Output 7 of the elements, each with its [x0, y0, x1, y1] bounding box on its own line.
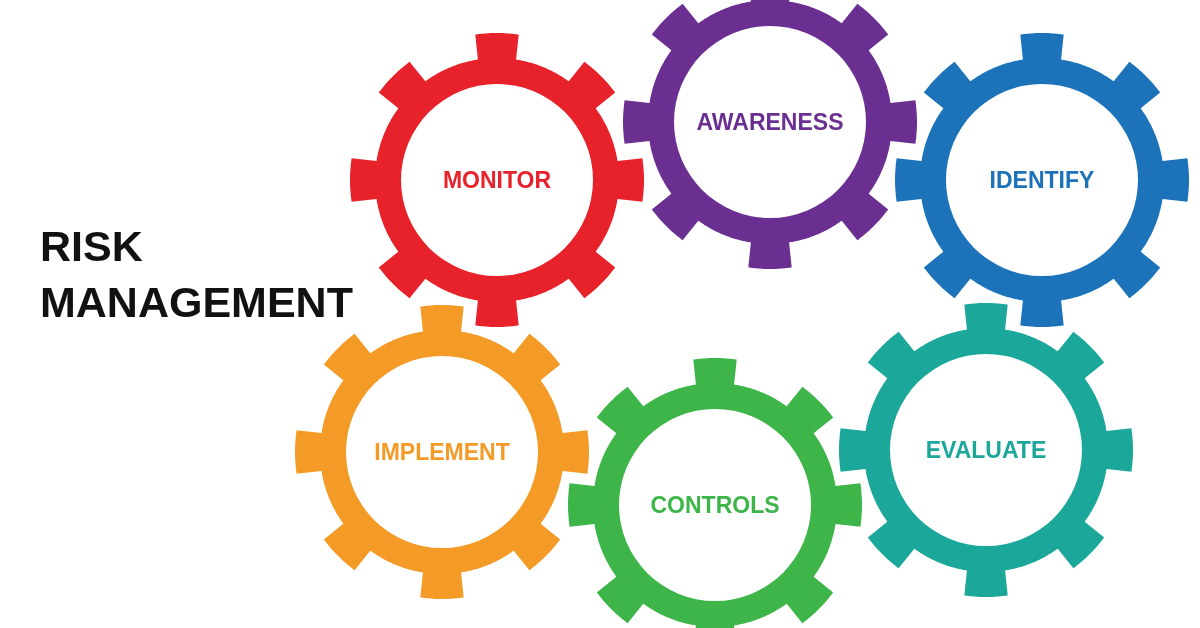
- gear-label: IDENTIFY: [988, 166, 1096, 195]
- gear-label: EVALUATE: [924, 436, 1048, 465]
- gear-label: MONITOR: [441, 166, 553, 195]
- gear-label: AWARENESS: [695, 108, 845, 137]
- diagram-title: RISK MANAGEMENT: [40, 221, 354, 328]
- gear-label: IMPLEMENT: [373, 438, 511, 467]
- gear-label: CONTROLS: [649, 491, 781, 520]
